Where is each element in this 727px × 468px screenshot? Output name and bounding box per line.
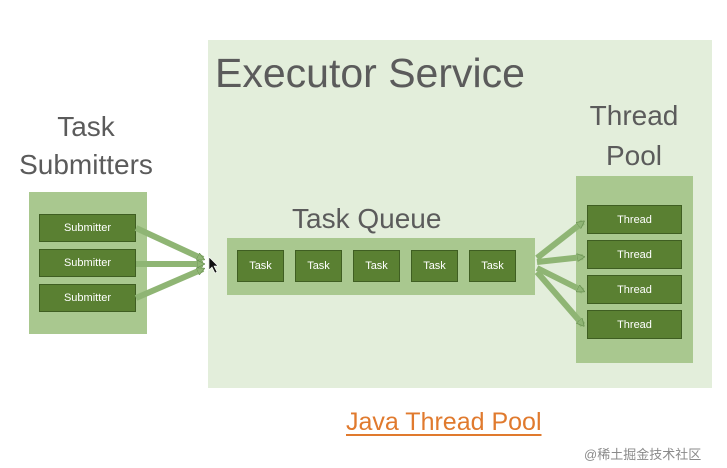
submitter-box: Submitter [39,284,136,312]
task-box: Task [411,250,458,282]
thread-pool-group: Thread Thread Thread Thread [576,176,693,363]
submitter-box: Submitter [39,214,136,242]
task-box: Task [353,250,400,282]
thread-box: Thread [587,205,682,234]
task-queue-group: Task Task Task Task Task [227,238,535,295]
task-box: Task [295,250,342,282]
thread-box: Thread [587,310,682,339]
diagram-caption: Java Thread Pool [346,408,542,436]
task-box: Task [469,250,516,282]
thread-box: Thread [587,275,682,304]
task-box: Task [237,250,284,282]
task-queue-label: Task Queue [292,203,442,234]
thread-box: Thread [587,240,682,269]
executor-service-title: Executor Service [215,50,525,96]
task-submitters-group: Submitter Submitter Submitter [29,192,147,334]
watermark: @稀土掘金技术社区 [584,447,702,462]
submitter-box: Submitter [39,249,136,277]
